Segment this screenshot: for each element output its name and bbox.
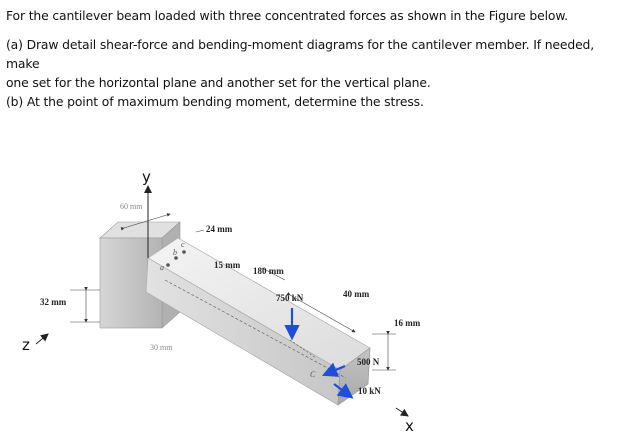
point-c-label: c [181, 240, 185, 249]
dim-span-to-load: 180 mm [253, 266, 284, 276]
dim-section-height: 32 mm [40, 297, 67, 307]
question-intro: For the cantilever beam loaded with thre… [6, 8, 568, 23]
axial-load-arrow [333, 383, 354, 399]
load-arrows [284, 308, 354, 399]
dim-wall-width: 60 mm [120, 202, 143, 211]
question-part-a-line1: (a) Draw detail shear-force and bending-… [6, 37, 595, 71]
question-part-b: (b) At the point of maximum bending mome… [6, 94, 424, 109]
load-axial-label: 10 kN [358, 386, 381, 396]
point-b-label: b [173, 248, 177, 257]
question-text: For the cantilever beam loaded with thre… [6, 6, 622, 111]
lateral-load-arrow [321, 362, 346, 377]
dim-point-spacing: 15 mm [214, 260, 241, 270]
question-part-a-line2: one set for the horizontal plane and ano… [6, 75, 431, 90]
load-vertical-label: 750 kN [276, 293, 304, 303]
dim-section-depth: 30 mm [150, 343, 173, 352]
x-axis-label: x [405, 417, 414, 435]
z-axis: z [22, 333, 49, 354]
y-axis-label: y [142, 168, 151, 186]
dimension-lines [70, 213, 396, 371]
dim-beam-height: 16 mm [394, 318, 421, 328]
point-a-label: a [160, 263, 164, 272]
x-axis: x [395, 407, 414, 435]
z-axis-label: z [22, 336, 30, 354]
dim-span-to-end: 40 mm [343, 289, 370, 299]
section-points: a b c C [160, 240, 316, 379]
dim-point-offset: 24 mm [206, 224, 233, 234]
point-C-label: C [310, 370, 316, 379]
load-lateral-label: 500 N [357, 357, 380, 367]
